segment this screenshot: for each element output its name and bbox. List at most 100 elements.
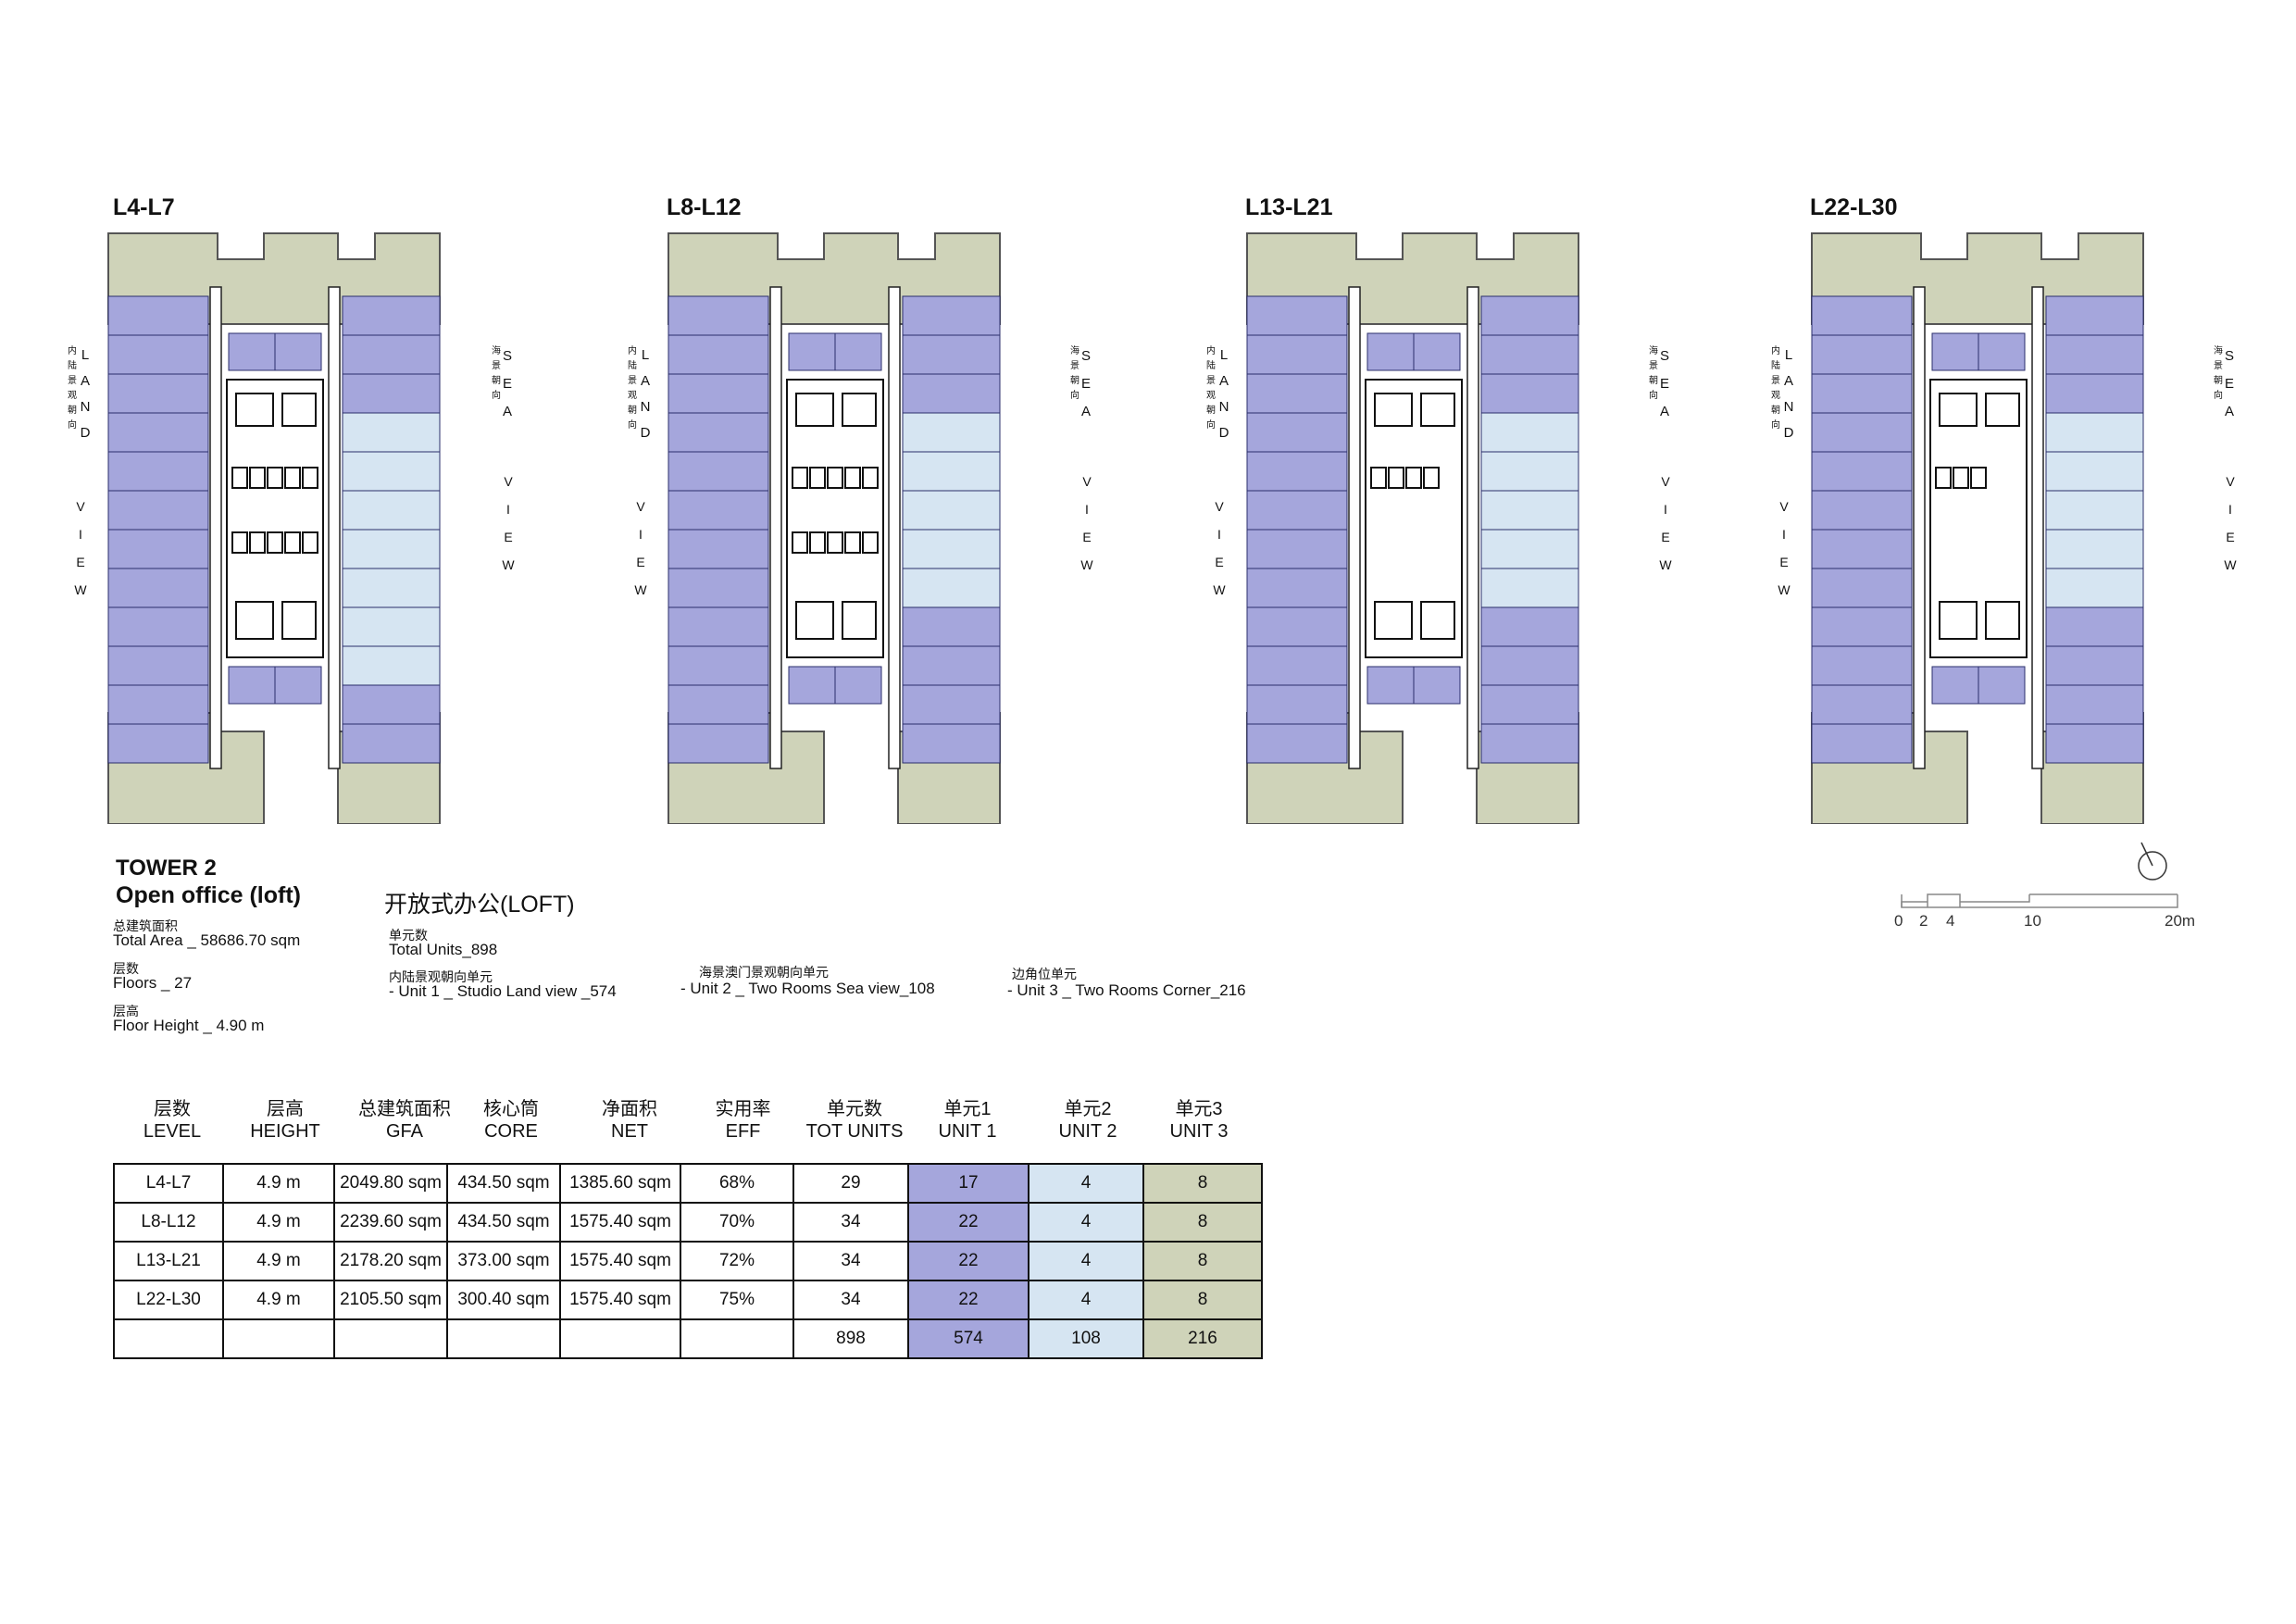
table-cell: 22 bbox=[907, 1202, 1029, 1243]
lift-shaft bbox=[1970, 467, 1987, 489]
sea-view-label-cn: 海景朝向 bbox=[1070, 346, 1079, 401]
land-view-label-cn: 内陆景观朝向 bbox=[1206, 346, 1216, 431]
stair bbox=[842, 393, 877, 427]
unit-1-land-view bbox=[342, 373, 441, 414]
lift-shaft bbox=[231, 531, 248, 554]
lift-shaft bbox=[827, 531, 843, 554]
stair bbox=[1374, 393, 1413, 427]
table-cell: 34 bbox=[792, 1241, 909, 1281]
lift-shaft bbox=[267, 467, 283, 489]
unit-1-land-view bbox=[668, 684, 769, 725]
unit-1-land-view bbox=[668, 606, 769, 647]
corridor-left bbox=[1913, 286, 1926, 769]
unit-2-sea-view bbox=[902, 451, 1001, 492]
unit-1-core-top bbox=[1931, 332, 1979, 371]
lift-shaft bbox=[1423, 467, 1440, 489]
plan-title-l8-l12: L8-L12 bbox=[667, 194, 742, 220]
table-cell: 108 bbox=[1028, 1318, 1144, 1359]
stair bbox=[1374, 601, 1413, 640]
unit-1-land-view bbox=[1811, 412, 1913, 453]
table-cell: 22 bbox=[907, 1280, 1029, 1320]
stair bbox=[795, 393, 834, 427]
unit-2-sea-view bbox=[342, 568, 441, 608]
scale-tick-2: 2 bbox=[1919, 912, 1928, 930]
unit-1-land-view bbox=[1811, 451, 1913, 492]
unit-1-land-view bbox=[902, 723, 1001, 764]
unit-1-core-top bbox=[834, 332, 882, 371]
table-cell: 1385.60 sqm bbox=[559, 1163, 681, 1204]
unit-1-core-top bbox=[788, 332, 836, 371]
table-cell: 2049.80 sqm bbox=[333, 1163, 448, 1204]
unit-1-land-view bbox=[1246, 529, 1348, 569]
table-cell: 574 bbox=[907, 1318, 1029, 1359]
table-cell: 4.9 m bbox=[222, 1163, 335, 1204]
lift-shaft bbox=[1370, 467, 1387, 489]
scale-tick-10: 10 bbox=[2024, 912, 2041, 930]
floor-plan-drawing bbox=[1811, 232, 2144, 824]
table-cell: 4.9 m bbox=[222, 1241, 335, 1281]
unit-1-land-view bbox=[668, 529, 769, 569]
floors-label-cn: 层数 bbox=[113, 961, 139, 976]
lift-shaft bbox=[844, 531, 861, 554]
table-cell: 898 bbox=[792, 1318, 909, 1359]
unit-1-core-top bbox=[1366, 332, 1415, 371]
unit-2-sea-view bbox=[2045, 451, 2144, 492]
unit-1-land-view bbox=[1246, 490, 1348, 531]
floor-plan-drawing bbox=[1246, 232, 1579, 824]
unit-1-land-view bbox=[107, 490, 209, 531]
table-cell bbox=[113, 1318, 224, 1359]
unit-1-land-view bbox=[668, 490, 769, 531]
unit-1-land-view bbox=[902, 373, 1001, 414]
land-view-label-cn: 内陆景观朝向 bbox=[1771, 346, 1780, 431]
unit-1-land-view bbox=[1811, 568, 1913, 608]
unit-2-sea-view bbox=[342, 490, 441, 531]
stair bbox=[281, 393, 317, 427]
unit-1-land-view bbox=[1480, 373, 1579, 414]
unit-1-land-view bbox=[902, 606, 1001, 647]
lift-shaft bbox=[267, 531, 283, 554]
unit-1-land-view bbox=[1811, 334, 1913, 375]
unit-1-core-bottom bbox=[274, 666, 322, 705]
unit-1-land-view bbox=[1246, 334, 1348, 375]
scale-bar bbox=[1901, 893, 2178, 908]
unit-1-land-view bbox=[668, 451, 769, 492]
unit-2-sea-view bbox=[1480, 490, 1579, 531]
total-units: Total Units_898 bbox=[389, 941, 498, 958]
unit-2-sea-view bbox=[1480, 412, 1579, 453]
lift-shaft bbox=[792, 531, 808, 554]
unit-1-core-bottom bbox=[788, 666, 836, 705]
stair bbox=[235, 601, 274, 640]
table-cell: 4.9 m bbox=[222, 1280, 335, 1320]
table-cell: 68% bbox=[680, 1163, 794, 1204]
lift-shaft bbox=[809, 467, 826, 489]
table-cell: 4 bbox=[1028, 1163, 1144, 1204]
table-cell: 22 bbox=[907, 1241, 1029, 1281]
unit-1-land-view bbox=[107, 568, 209, 608]
corridor-right bbox=[1466, 286, 1479, 769]
unit-1-land-view bbox=[2045, 373, 2144, 414]
unit-1-land-view bbox=[1246, 606, 1348, 647]
lift-shaft bbox=[809, 531, 826, 554]
table-cell: 1575.40 sqm bbox=[559, 1202, 681, 1243]
table-cell: L4-L7 bbox=[113, 1163, 224, 1204]
unit-2-sea-view bbox=[342, 645, 441, 686]
core bbox=[1365, 379, 1463, 658]
unit-1-land-view bbox=[1811, 723, 1913, 764]
unit-1-land-view bbox=[1480, 295, 1579, 336]
stair bbox=[1420, 601, 1455, 640]
floor-plan-drawing bbox=[668, 232, 1001, 824]
stair bbox=[1985, 601, 2020, 640]
floor-plan-l13-l21 bbox=[1245, 231, 1616, 824]
north-arrow-icon bbox=[2138, 842, 2167, 881]
unit-1-core-bottom bbox=[1931, 666, 1979, 705]
unit-2-sea-view bbox=[342, 451, 441, 492]
